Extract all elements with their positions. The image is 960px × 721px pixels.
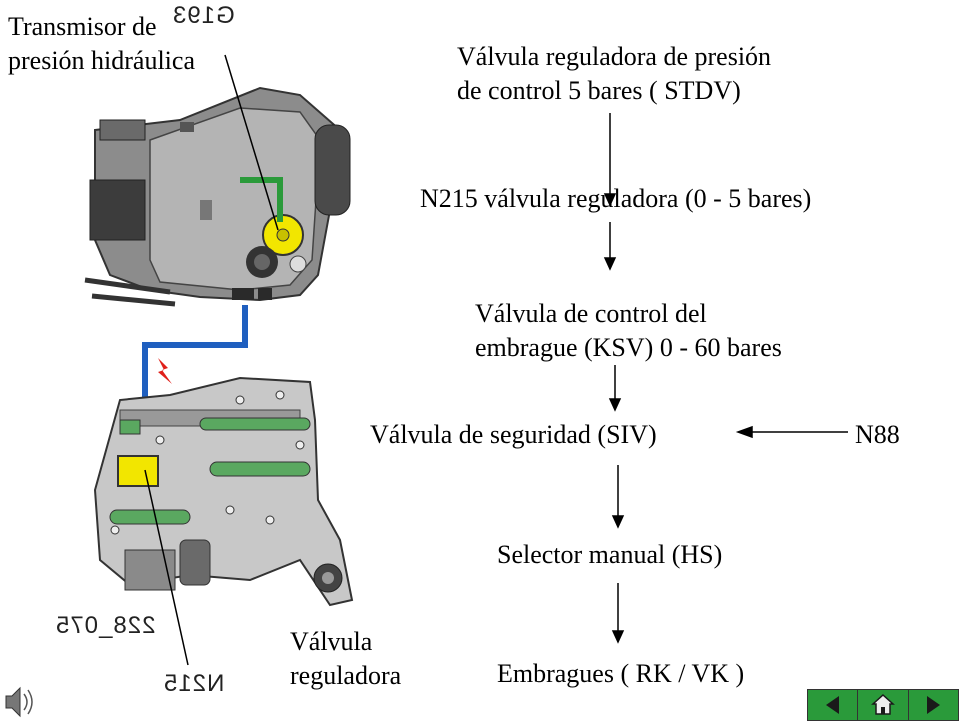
valve-body [93, 376, 354, 607]
n215-solenoid-yellow [117, 455, 159, 487]
transmitter-label: Transmisor de presión hidráulica [8, 12, 195, 75]
electric-signal-icon [158, 358, 172, 384]
leader-line-n215 [144, 469, 189, 666]
slide-navigation [807, 689, 959, 721]
previous-button[interactable] [808, 690, 859, 720]
home-button[interactable] [858, 690, 909, 720]
speaker-icon[interactable] [5, 686, 33, 718]
regulator-valve-label: Válvula reguladora [290, 627, 402, 690]
flow-step-hs: Selector manual (HS) [497, 540, 723, 569]
next-arrow-icon [927, 696, 941, 714]
leader-line-transmitter [224, 54, 279, 231]
previous-arrow-icon [825, 696, 839, 714]
flow-step-siv: Válvula de seguridad (SIV) [370, 420, 657, 449]
part-number: 228_075 [55, 612, 156, 639]
sensor-block [84, 86, 351, 307]
flow-input-n88: N88 [855, 420, 900, 449]
flow-step-clutches: Embragues ( RK / VK ) [497, 659, 745, 688]
flow-arrows [603, 113, 848, 644]
flow-step-stdv: Válvula reguladora de presión de control… [457, 42, 772, 105]
flow-step-ksv: Válvula de control del embrague (KSV) 0 … [475, 299, 782, 362]
next-button[interactable] [908, 690, 958, 720]
valve-code-n215: N215 [163, 670, 225, 697]
home-icon [871, 693, 895, 715]
flow-step-n215: N215 válvula reguladora (0 - 5 bares) [420, 184, 812, 213]
